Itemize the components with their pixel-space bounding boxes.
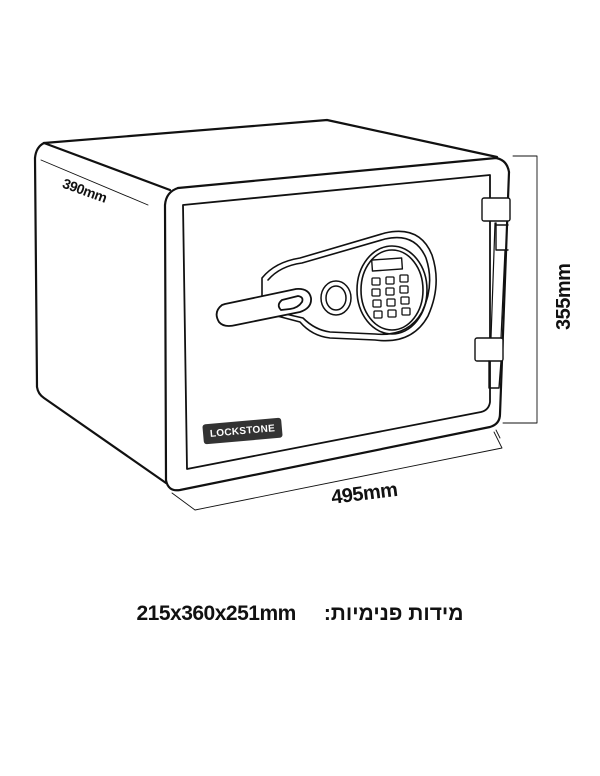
height-dimension-line (502, 155, 538, 424)
door-handle[interactable] (215, 288, 312, 327)
keypad[interactable] (371, 274, 411, 319)
safe-top-face (33, 141, 46, 160)
safe-door (182, 174, 491, 470)
internal-dimensions-label: מידות פנימיות: (323, 602, 464, 625)
safe-left-side (33, 156, 168, 485)
key-cylinder[interactable] (320, 280, 352, 316)
safe-top-edge-front (42, 141, 172, 192)
height-label: 355mm (553, 263, 575, 330)
internal-dimensions: 215x360x251mm מידות פנימיות: (0, 602, 600, 626)
height-dimension-tick (495, 429, 501, 439)
hinge-top (481, 197, 511, 251)
lock-housing (261, 230, 437, 342)
safe-front-frame-outer (163, 170, 511, 492)
safe-top-edge-back (42, 118, 499, 159)
keypad-display (370, 257, 404, 272)
internal-dimensions-value: 215x360x251mm (136, 602, 296, 625)
safe-top-edge-front-right (176, 156, 511, 190)
hinge-rod (490, 222, 496, 339)
width-dimension-line (171, 431, 503, 511)
hinge-bottom (474, 337, 504, 389)
depth-dimension-line (40, 159, 149, 206)
hinge-rod-2 (500, 249, 506, 339)
